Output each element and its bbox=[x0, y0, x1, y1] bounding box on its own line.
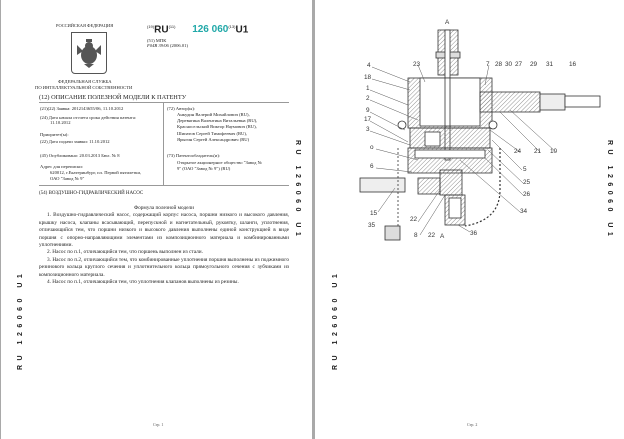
address-line-1: 620012, г.Екатеринбург, пл. Первой пятил… bbox=[50, 170, 142, 175]
author: Деревягина Валентина Витальевна (RU), bbox=[177, 118, 258, 124]
part-label: 26 bbox=[523, 191, 531, 198]
application-number: (21)(22) Заявка: 2012143655/06, 11.10.20… bbox=[40, 106, 124, 111]
term-start-date: 11.10.2012 bbox=[50, 120, 71, 125]
side-code-left: RU 126060 U1 bbox=[332, 269, 339, 370]
owner-line-2: 9" (ОАО "Завод № 9") (RU) bbox=[177, 166, 231, 171]
part-label: 6 bbox=[370, 163, 374, 170]
author: Ярыгин Сергей Александрович (RU) bbox=[177, 136, 250, 142]
author: Красносельский Виктор Наумович (RU), bbox=[177, 124, 257, 130]
formula-title: Формула полезной модели bbox=[133, 205, 195, 211]
claim-1: 1. Воздушно-гидравлический насос, содерж… bbox=[39, 212, 289, 249]
part-label: 21 bbox=[534, 148, 542, 155]
owner-label: (73) Патентообладатель(и): bbox=[167, 153, 221, 158]
part-label: 34 bbox=[520, 208, 528, 215]
section-label-a: A bbox=[440, 233, 445, 240]
part-label: 29 bbox=[530, 61, 538, 68]
side-code-left: RU 126060 U1 bbox=[17, 269, 24, 370]
claims: Формула полезной модели 1. Воздушно-гидр… bbox=[39, 205, 289, 286]
priority-label: Приоритет(ы): bbox=[40, 132, 69, 137]
part-label: 24 bbox=[514, 148, 522, 155]
part-label: 30 bbox=[505, 61, 513, 68]
country-code: RU bbox=[154, 24, 169, 36]
owner-line-1: Открытое акционерное общество "Завод № bbox=[177, 160, 263, 165]
mpk-label: (51) МПК bbox=[147, 38, 167, 43]
address-label: Адрес для переписки: bbox=[40, 164, 83, 169]
part-label: 18 bbox=[364, 74, 372, 81]
part-label: 23 bbox=[413, 61, 421, 68]
page-footer: Стр. 1 bbox=[153, 422, 164, 427]
publication-date: (45) Опубликовано: 20.03.2013 Бюл. № 8 bbox=[40, 153, 120, 158]
document-page-1: РОССИЙСКАЯ ФЕДЕРАЦИЯ ФЕДЕРАЛЬНАЯ СЛУЖБА … bbox=[1, 0, 312, 439]
emblem-frame bbox=[71, 32, 107, 74]
part-label: 17 bbox=[364, 116, 372, 123]
claim-2: 2. Насос по п.1, отличающийся тем, что п… bbox=[47, 249, 203, 256]
term-start-label: (24) Дата начала отсчета срока действия … bbox=[40, 115, 137, 120]
coat-of-arms-icon bbox=[77, 39, 101, 68]
agency-line-2: ПО ИНТЕЛЛЕКТУАЛЬНОЙ СОБСТВЕННОСТИ bbox=[35, 85, 133, 90]
part-label: 16 bbox=[569, 61, 577, 68]
part-label: 2 bbox=[366, 95, 370, 102]
part-label: 15 bbox=[370, 210, 378, 217]
side-code-right: RU 126060 U1 bbox=[294, 140, 301, 241]
part-label: 4 bbox=[367, 62, 371, 69]
part-label: 3 bbox=[366, 126, 370, 133]
code-11: (11) bbox=[168, 24, 176, 29]
part-label: 31 bbox=[546, 61, 554, 68]
part-label: 5 bbox=[523, 166, 527, 173]
kind-code: U1 bbox=[235, 24, 249, 36]
mpk-class: F04B 39/06 bbox=[147, 43, 169, 48]
claim-3: 3. Насос по п.2, отличающийся тем, что к… bbox=[39, 256, 289, 278]
part-label: 9 bbox=[366, 107, 370, 114]
author: Анкудин Валерий Михайлович (RU), bbox=[177, 112, 250, 117]
part-label: 8 bbox=[414, 232, 418, 239]
part-label: 28 bbox=[495, 61, 503, 68]
part-label: 7 bbox=[486, 61, 490, 68]
part-label: 27 bbox=[515, 61, 523, 68]
country-name: РОССИЙСКАЯ ФЕДЕРАЦИЯ bbox=[56, 23, 114, 28]
code-19: (19) bbox=[147, 24, 155, 29]
part-label: 36 bbox=[470, 230, 478, 237]
address-line-2: ОАО "Завод № 9" bbox=[50, 176, 85, 181]
authors-label: (72) Автор(ы): bbox=[167, 106, 196, 111]
claim-4: 4. Насос по п.1, отличающийся тем, что у… bbox=[47, 279, 239, 286]
part-label: 22 bbox=[410, 216, 418, 223]
page-footer: Стр. 2 bbox=[467, 422, 478, 427]
code-13: (13) bbox=[228, 24, 236, 29]
section-label-a: A bbox=[445, 19, 450, 26]
invention-title: (54) ВОЗДУШНО-ГИДРАВЛИЧЕСКИЙ НАСОС bbox=[39, 191, 144, 196]
document-title: (12) ОПИСАНИЕ ПОЛЕЗНОЙ МОДЕЛИ К ПАТЕНТУ bbox=[39, 94, 187, 101]
mpk-year: (2006.01) bbox=[169, 43, 188, 48]
part-label: 10 bbox=[550, 148, 558, 155]
filing-date: (22) Дата подачи заявки: 11.10.2012 bbox=[40, 139, 110, 144]
pump-drawing: A 23 7 28 30 27 29 31 16 4 18 1 2 9 17 3… bbox=[359, 19, 601, 241]
part-label: 35 bbox=[368, 222, 376, 229]
author: Шипатов Сергей Тимофеевич (RU), bbox=[177, 130, 248, 136]
agency-line-1: ФЕДЕРАЛЬНАЯ СЛУЖБА bbox=[58, 79, 112, 84]
part-label: 22 bbox=[428, 232, 436, 239]
side-code-right: RU 126060 U1 bbox=[606, 140, 613, 241]
document-page-2: A 23 7 28 30 27 29 31 16 4 18 1 2 9 17 3… bbox=[315, 0, 624, 439]
part-label: 25 bbox=[523, 179, 531, 186]
patent-number: 126 060 bbox=[192, 24, 229, 36]
part-label: о bbox=[370, 144, 374, 151]
authors-list: Анкудин Валерий Михайлович (RU), Деревяг… bbox=[177, 112, 257, 143]
part-label: 1 bbox=[366, 85, 370, 92]
